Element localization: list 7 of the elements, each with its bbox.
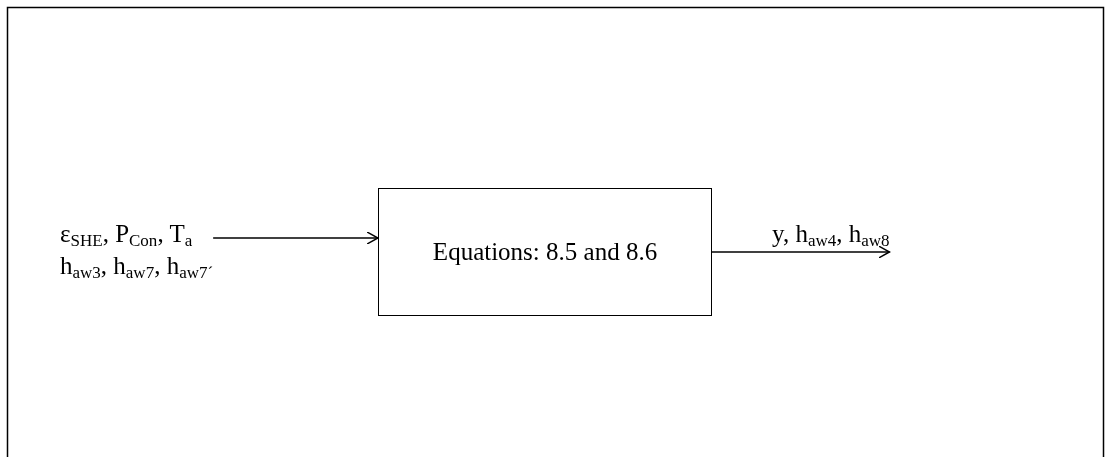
variable-list: h$_{aw3}$, h$_{aw7}$, h$_{aw7´}$ xyxy=(60,250,214,282)
process-box xyxy=(378,188,712,316)
variable-list: y, h$_{aw4}$, h$_{aw8}$ xyxy=(772,218,890,250)
arrow xyxy=(212,231,379,245)
variable-list: ε$_{SHE}$, P$_{Con}$, T$_{a}$ xyxy=(60,218,214,250)
box-label: Equations: 8.5 and 8.6 xyxy=(432,237,658,267)
arrow xyxy=(711,245,891,259)
